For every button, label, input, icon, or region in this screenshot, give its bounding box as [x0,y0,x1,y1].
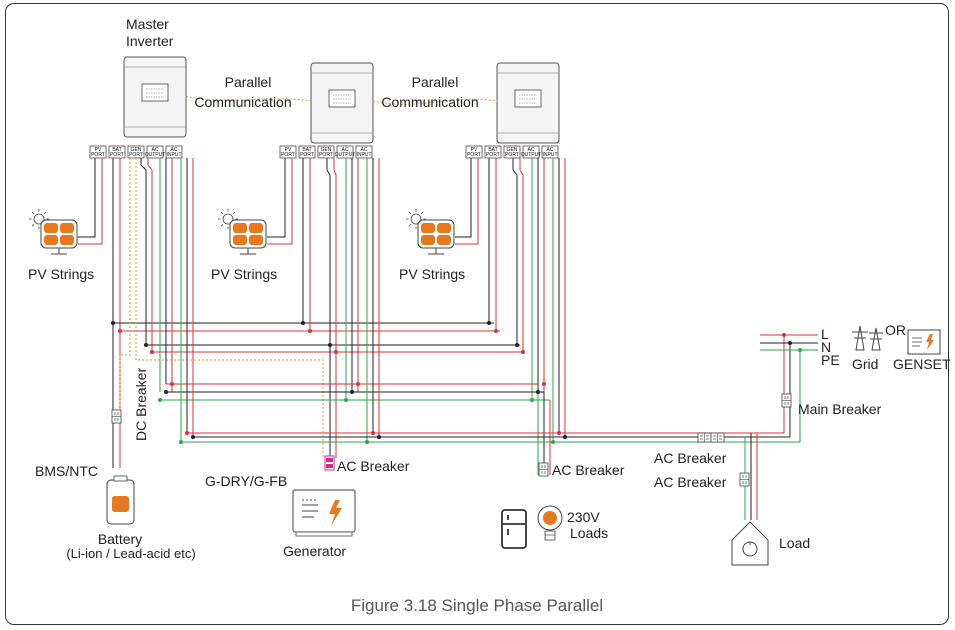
comm-label-1a: Parallel [225,74,272,90]
genset-icon [907,329,941,355]
svg-text:PORT: PORT [110,152,124,158]
svg-text:BAT: BAT [302,147,311,153]
svg-text:BAT: BAT [488,147,497,153]
grid-line-l: L [821,326,829,342]
figure-caption: Figure 3.18 Single Phase Parallel [351,596,603,615]
slave-inverter-1 [310,62,374,144]
ports-slave-1: PV PORT BAT PORT GEN PORT AC OUTPUT AC I… [279,145,373,159]
svg-text:GEN: GEN [507,147,518,153]
battery-name: Battery [98,531,142,547]
loads-voltage: 230V [567,509,600,525]
ac-output-bus [159,158,551,475]
generator-ac-breaker-symbol [324,455,335,471]
ports-slave-2: PV PORT BAT PORT GEN PORT AC OUTPUT AC I… [465,145,559,159]
svg-text:PORT: PORT [467,152,481,158]
genset-label: GENSET [893,356,951,372]
generator-bus-dots [144,343,525,354]
grid-label: Grid [852,356,878,372]
svg-text:AC: AC [171,147,178,153]
gen-signal-label: G-DRY/G-FB [205,473,287,489]
svg-text:OUTPUT: OUTPUT [335,152,356,158]
svg-text:PV: PV [95,147,102,153]
pv-wiring [78,158,479,245]
loads-name: Loads [570,525,608,541]
grid-line-n: N [821,339,831,355]
diagram-frame [5,3,949,625]
pv-panel-1 [28,208,78,255]
comm-label-2a: Parallel [412,74,459,90]
svg-text:PORT: PORT [486,152,500,158]
pv-panel-2 [217,208,267,255]
master-label-2: Inverter [126,33,174,49]
load-label: Load [779,535,810,551]
gen-signal-line [135,158,324,458]
battery-icon [106,475,135,525]
svg-text:INPUT: INPUT [357,152,372,158]
fridge-icon [501,509,527,549]
slave-inverter-2 [496,62,560,144]
comm-label-1b: Communication [194,94,291,110]
svg-text:PORT: PORT [300,152,314,158]
master-label-1: Master [126,16,169,32]
svg-text:PORT: PORT [319,152,333,158]
svg-text:PORT: PORT [281,152,295,158]
pv-panel-3 [405,208,455,255]
main-breaker-symbol [781,393,792,408]
ac-input-bus-dots [179,333,802,444]
ports-master: PV PORT BAT PORT GEN PORT AC OUTPUT AC I… [89,145,183,159]
bms-comm-line [119,158,131,410]
ac-output-bus-dots [158,382,546,402]
svg-text:AC: AC [361,147,368,153]
svg-text:AC: AC [547,147,554,153]
house-load-icon [731,521,769,566]
battery-type: (Li-ion / Lead-acid etc) [66,546,195,561]
generator-icon [292,489,356,537]
pv-label-2: PV Strings [211,266,277,282]
master-inverter [123,56,187,138]
svg-text:INPUT: INPUT [167,152,182,158]
bms-label: BMS/NTC [35,463,98,479]
comm-link-1 [185,95,312,102]
generator-name: Generator [283,543,346,559]
ac-breaker-symbol-horizontal [697,432,725,443]
svg-text:OUTPUT: OUTPUT [145,152,166,158]
svg-text:GEN: GEN [131,147,142,153]
svg-text:AC: AC [152,147,159,153]
comm-link-2 [372,98,498,105]
svg-text:PORT: PORT [91,152,105,158]
comm-label-2b: Communication [381,94,478,110]
ac-breaker-label-1: AC Breaker [654,450,727,466]
svg-text:AC: AC [342,147,349,153]
battery-bus [112,158,500,468]
gen-breaker-label: AC Breaker [337,458,410,474]
svg-text:GEN: GEN [321,147,332,153]
or-label: OR [885,322,906,338]
svg-text:PV: PV [285,147,292,153]
battery-bus-dots [111,321,498,333]
pv-label-1: PV Strings [28,266,94,282]
ac-input-bus [180,158,818,520]
grid-tower-icon [852,325,883,351]
dc-breaker-label: DC Breaker [133,368,149,441]
svg-text:OUTPUT: OUTPUT [521,152,542,158]
svg-text:AC: AC [528,147,535,153]
generator-bus [140,158,525,458]
loads-breaker-label: AC Breaker [552,462,625,478]
loads-ac-breaker-symbol [538,462,549,477]
svg-text:PORT: PORT [505,152,519,158]
load-ac-breaker-symbol [739,472,750,487]
svg-text:BAT: BAT [112,147,121,153]
svg-text:PORT: PORT [129,152,143,158]
dc-breaker-symbol [111,409,122,424]
bulb-icon [537,505,563,541]
ac-breaker-label-2: AC Breaker [654,474,727,490]
grid-line-pe: PE [821,352,840,368]
pv-label-3: PV Strings [399,266,465,282]
svg-text:PV: PV [471,147,478,153]
svg-text:INPUT: INPUT [543,152,558,158]
main-breaker-label: Main Breaker [798,401,882,417]
